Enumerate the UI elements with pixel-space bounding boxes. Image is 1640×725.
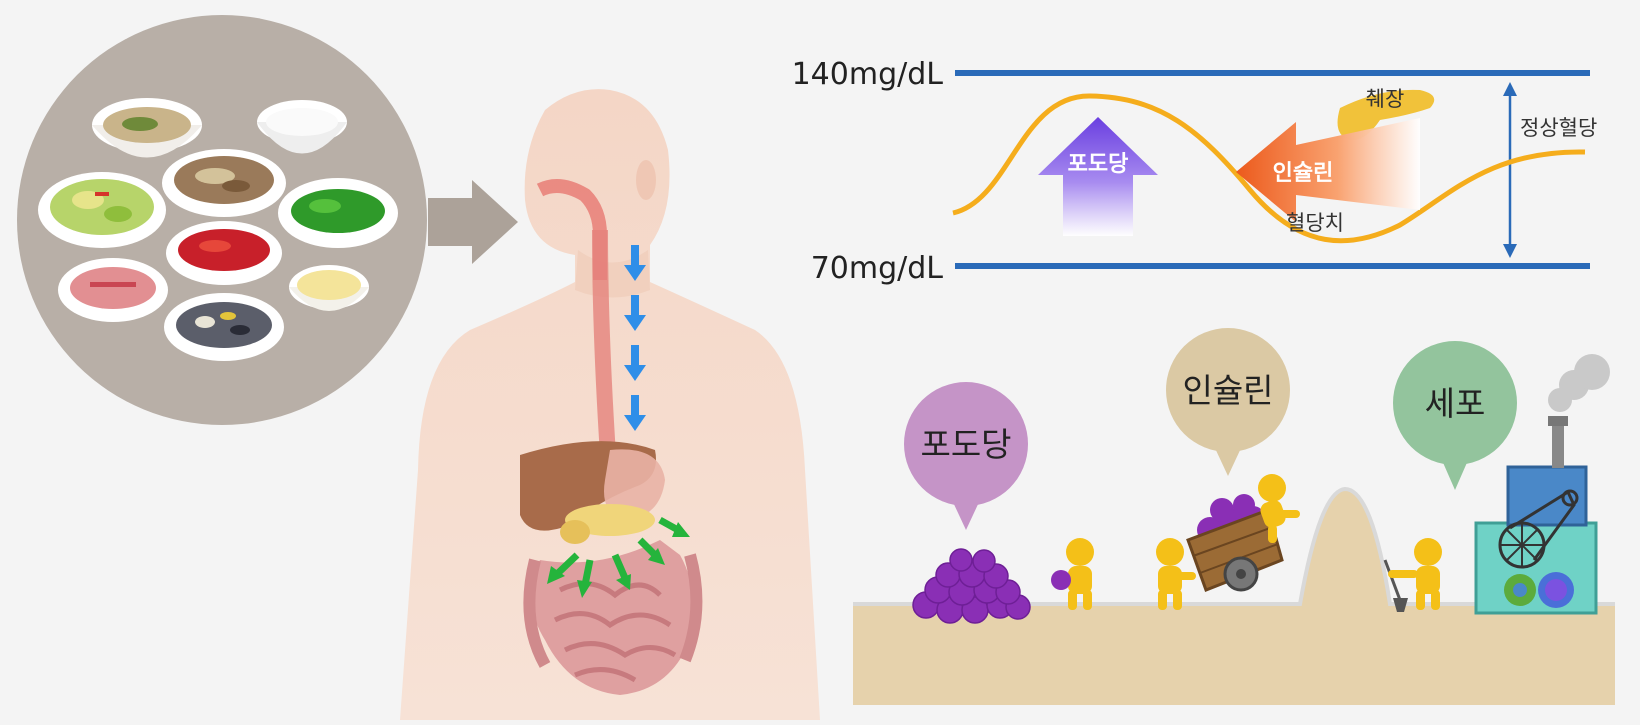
bowl-soup (92, 98, 202, 158)
insulin-cart (1186, 494, 1284, 592)
worker-pulling-cart (1258, 474, 1300, 543)
insulin-arrow-label: 인슐린 (1273, 161, 1334, 186)
glucose-up-arrow: 포도당 (1038, 117, 1158, 236)
plate-japchae (162, 149, 286, 217)
absorption-arrows (547, 516, 690, 598)
analogy-scene: 포도당 인슐린 세포 (853, 328, 1615, 705)
plate-greens (278, 178, 398, 248)
glucose-bubble: 포도당 (904, 382, 1028, 530)
worker-carrying-grape (1051, 538, 1094, 610)
bowl-egg (289, 265, 369, 311)
insulin-bubble-label: 인슐린 (1182, 371, 1273, 410)
human-body (400, 89, 820, 720)
plate-mussels (164, 293, 284, 361)
grape-pile (912, 548, 1031, 624)
glucose-curve (952, 93, 1586, 244)
upper-limit-label: 140mg/dL (792, 57, 944, 92)
cell-bubble-label: 세포 (1425, 384, 1486, 423)
cell-bubble: 세포 (1393, 341, 1517, 490)
pancreas-label: 췌장 (1366, 87, 1405, 111)
pancreas-icon: 췌장 (1337, 87, 1435, 141)
insulin-bubble: 인슐린 (1166, 328, 1290, 476)
intake-arrow (428, 180, 518, 264)
lower-limit-label: 70mg/dL (811, 251, 944, 286)
plate-kimchi (166, 221, 282, 285)
cell-factory (1474, 416, 1598, 615)
normal-range-label: 정상혈당 (1520, 116, 1597, 140)
food-tray (17, 15, 427, 425)
glucose-bubble-label: 포도당 (920, 425, 1011, 464)
worker-pushing-cart (1156, 538, 1196, 610)
bowl-rice (257, 100, 347, 154)
worker-with-shovel (1383, 538, 1442, 612)
glucose-arrow-label: 포도당 (1068, 152, 1129, 177)
insulin-arrow: 인슐린 (1236, 118, 1420, 222)
glucose-curve-label: 혈당치 (1286, 211, 1344, 235)
glucose-range-chart: 140mg/dL 70mg/dL 정상혈당 포도당 췌장 인슐린 혈당치 (792, 57, 1598, 286)
plate-meat (58, 258, 168, 322)
ground (853, 490, 1615, 705)
factory-smoke (1548, 354, 1610, 412)
plate-salad (38, 172, 166, 248)
digestion-arrows (624, 245, 646, 431)
